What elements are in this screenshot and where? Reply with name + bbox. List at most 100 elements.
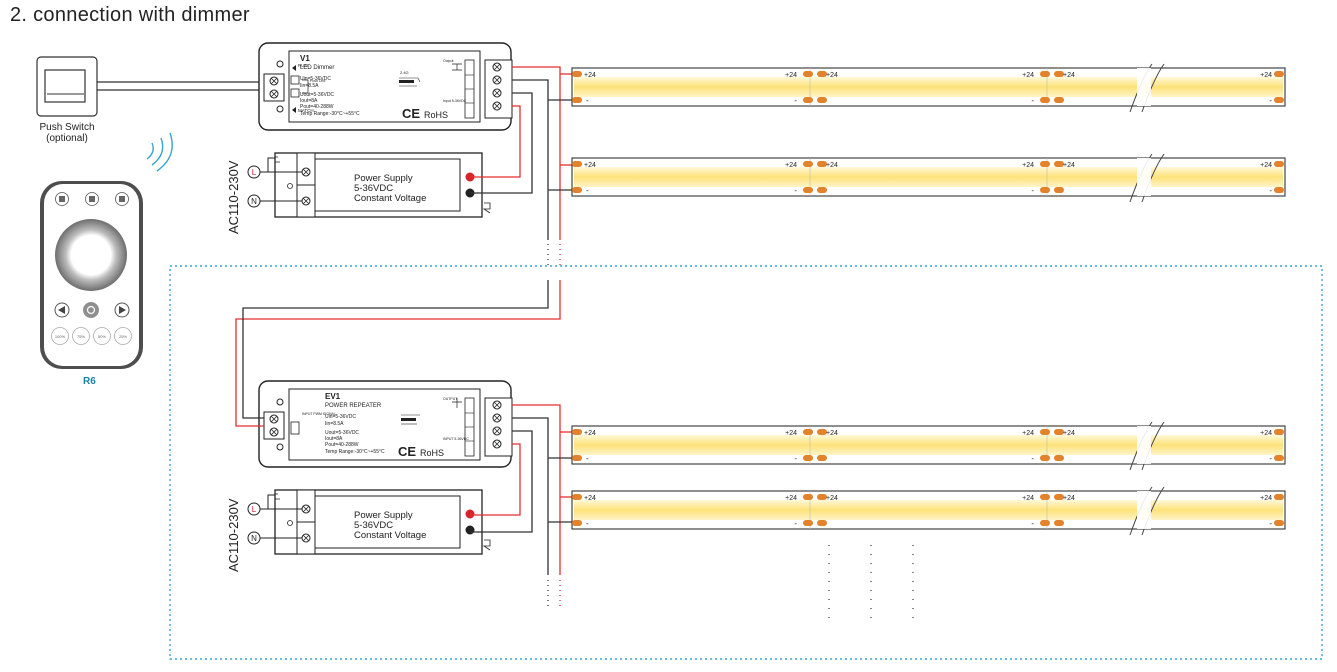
dimmer-pout: Pout=40-288W <box>300 104 334 110</box>
psu-terminal-n: N <box>251 534 257 543</box>
dimmer-uin: Uin=5-36VDC <box>300 76 331 82</box>
repeater-iout: Iout=8A <box>325 436 343 442</box>
solder-pad <box>572 455 582 461</box>
repeater-pout: Pout=40-288W <box>325 442 359 448</box>
dimmer-iout: Iout=8A <box>300 98 318 104</box>
strip-plus-label: +24 <box>1022 162 1034 169</box>
strip-minus-label: - <box>1031 186 1034 195</box>
solder-pad <box>803 187 813 193</box>
strip-minus-label: - <box>1269 186 1272 195</box>
solder-pad <box>817 71 827 77</box>
solder-pad <box>1274 187 1284 193</box>
strip-minus-label: - <box>1031 96 1034 105</box>
strip-minus-label: - <box>1031 519 1034 528</box>
repeater-uin: Uin=5-36VDC <box>325 414 356 420</box>
solder-pad <box>1054 429 1064 435</box>
push-switch-label: Push Switch <box>39 122 95 133</box>
psu-line1: Power Supply <box>354 173 413 184</box>
strip-minus-label: - <box>586 96 589 105</box>
remote-model-label: R6 <box>83 376 96 387</box>
strip-plus-label: +24 <box>584 162 596 169</box>
preset-label: 100% <box>55 334 66 339</box>
mains-labels: AC110-230V AC110-230V <box>226 160 241 572</box>
dimmer-name: LED Dimmer <box>300 65 334 71</box>
strip-plus-label: +24 <box>1260 495 1272 502</box>
strip-plus-label: +24 <box>584 430 596 437</box>
strip-minus-label: - <box>586 519 589 528</box>
solder-pad <box>803 520 813 526</box>
wires <box>235 66 572 608</box>
solder-pad <box>1054 494 1064 500</box>
repeater-iin: Iin=8.5A <box>325 421 344 427</box>
psu-line1: Power Supply <box>354 510 413 521</box>
psu-terminal-l: L <box>252 505 257 514</box>
solder-pad <box>1274 97 1284 103</box>
strip-plus-label: +24 <box>1260 430 1272 437</box>
solder-pad <box>817 161 827 167</box>
strip-minus-label: - <box>794 186 797 195</box>
repeater-rohs: RoHS <box>420 448 444 458</box>
led-dimmer-v1 <box>258 42 513 131</box>
repeater-labels: EV1 POWER REPEATER Uin=5-36VDC Iin=8.5A … <box>302 392 469 459</box>
more-strips-indicator <box>828 545 914 620</box>
strip-plus-label: +24 <box>1063 430 1075 437</box>
solder-pad <box>817 187 827 193</box>
strip-plus-label: +24 <box>1022 495 1034 502</box>
strip-minus-label: - <box>794 96 797 105</box>
psu-line2: 5-36VDC <box>354 183 393 194</box>
repeater-uout: Uout=5-36VDC <box>325 430 359 436</box>
solder-pad <box>1054 455 1064 461</box>
strip-minus-label: - <box>1031 454 1034 463</box>
solder-pad <box>1040 455 1050 461</box>
repeater-input: INPUT 5-36VDC <box>443 437 469 441</box>
dimmer-freq: 2.4G <box>400 70 409 75</box>
solder-pad <box>1054 97 1064 103</box>
solder-pad <box>1054 161 1064 167</box>
strip-plus-label: +24 <box>1260 162 1272 169</box>
strip-plus-label: +24 <box>785 162 797 169</box>
wire-black-psu1 <box>470 92 533 194</box>
preset-button <box>51 327 69 345</box>
strip-minus-label: - <box>1269 96 1272 105</box>
solder-pad <box>572 520 582 526</box>
solder-pad <box>1040 71 1050 77</box>
solder-pad <box>572 71 582 77</box>
push-switch-sublabel: (optional) <box>46 133 88 144</box>
repeater-pwm-in: INPUT PWM SIGNAL <box>302 412 336 416</box>
preset-label: 25% <box>119 334 127 339</box>
ce-mark-repeater: CE <box>398 444 416 459</box>
strip-plus-label: +24 <box>826 430 838 437</box>
push-switch-caption: Push Switch (optional) <box>20 122 114 144</box>
solder-pad <box>572 97 582 103</box>
solder-pad <box>817 494 827 500</box>
strip-minus-label: - <box>586 454 589 463</box>
dimmer-match: MATCH <box>298 108 314 113</box>
repeater-model: EV1 <box>325 392 341 401</box>
strip-plus-label: +24 <box>584 495 596 502</box>
solder-pad <box>1054 71 1064 77</box>
psu-terminal-l: L <box>252 168 257 177</box>
solder-pad <box>803 161 813 167</box>
solder-pad <box>803 97 813 103</box>
solder-pad <box>1054 520 1064 526</box>
led-strip: +24+24+24+24+24+24---- <box>571 486 1286 536</box>
led-strip: +24+24+24+24+24+24---- <box>571 421 1286 471</box>
strip-plus-label: +24 <box>584 72 596 79</box>
wire-red-signal <box>235 280 561 427</box>
dimmer-iin: Iin=8.5A <box>300 83 319 89</box>
solder-pad <box>1054 187 1064 193</box>
strip-plus-label: +24 <box>785 495 797 502</box>
solder-pad <box>803 494 813 500</box>
preset-button <box>114 327 132 345</box>
psu-terminal-n: N <box>251 197 257 206</box>
led-strip: +24+24+24+24+24+24---- <box>571 63 1286 113</box>
dimmer-rohs: RoHS <box>424 110 448 120</box>
solder-pad <box>1040 161 1050 167</box>
dimmer-run: RUN <box>298 63 308 68</box>
solder-pad <box>1274 71 1284 77</box>
repeater-temp: Temp Range:-30°C~+55°C <box>325 449 385 455</box>
psu-line2: 5-36VDC <box>354 520 393 531</box>
solder-pad <box>1040 494 1050 500</box>
